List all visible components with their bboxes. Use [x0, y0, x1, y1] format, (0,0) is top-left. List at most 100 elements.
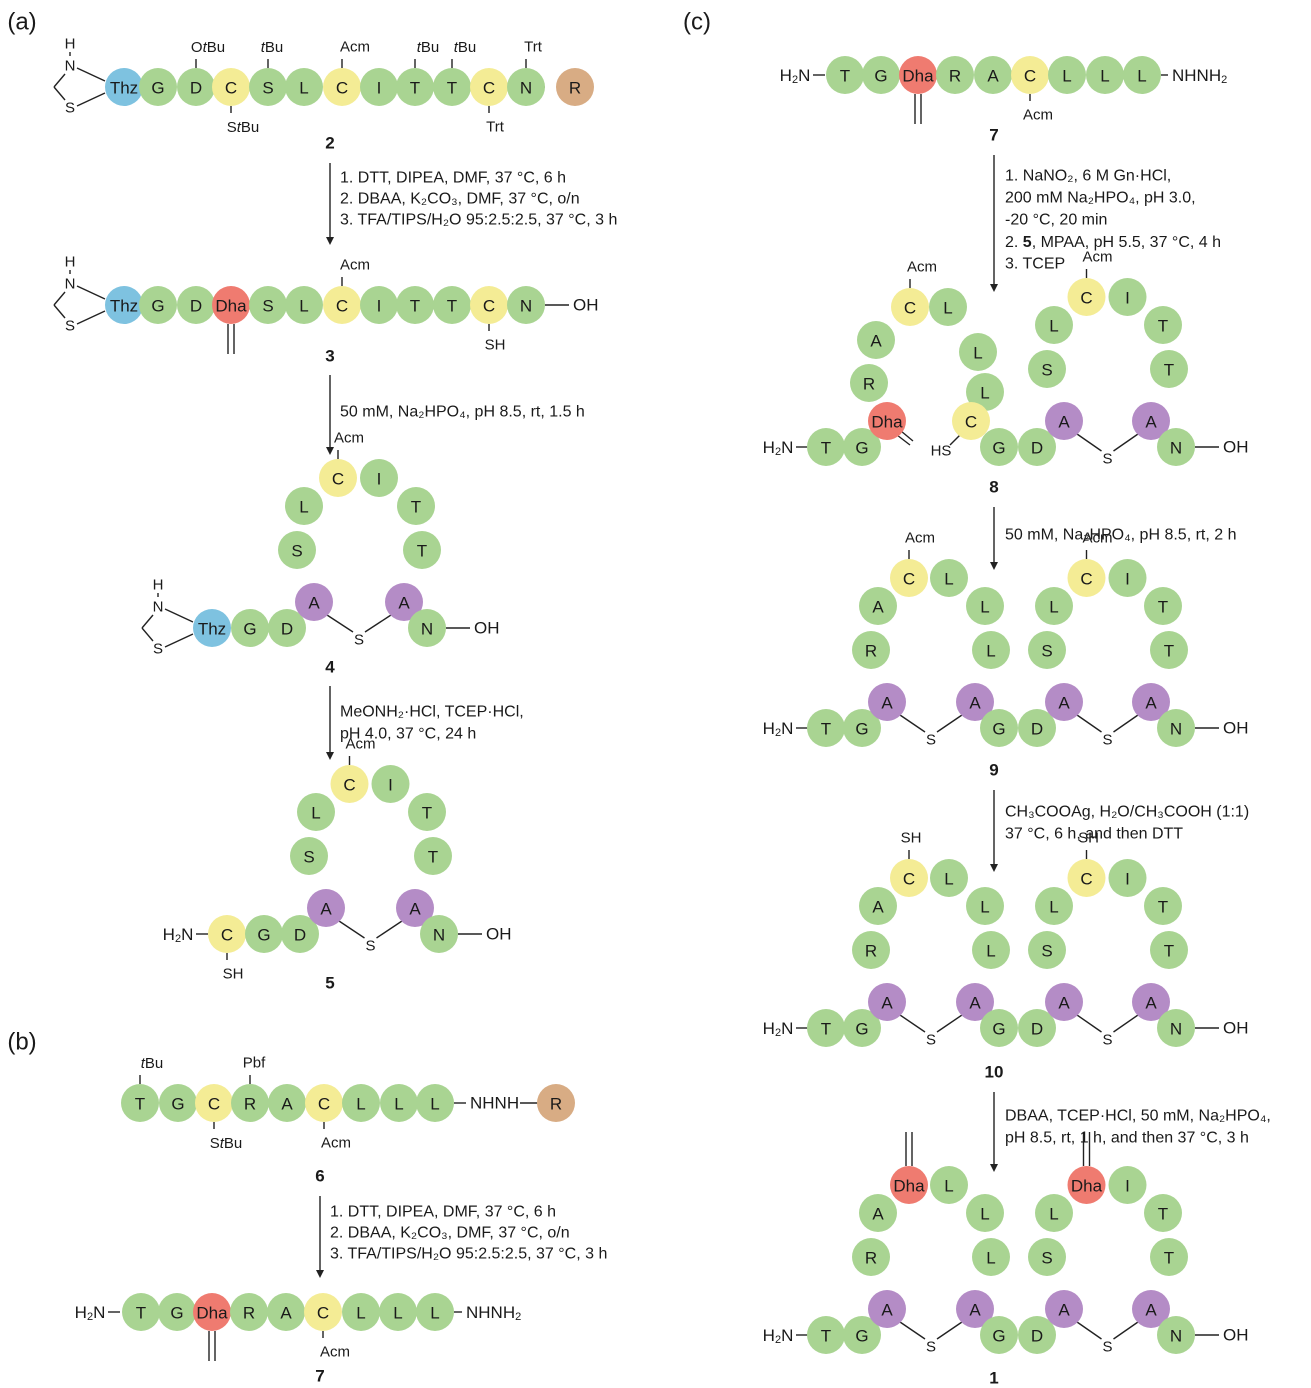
c-terminus-oh: OH	[1223, 1019, 1249, 1038]
residue-t	[807, 1316, 845, 1354]
acm-protecting-group: Acm	[1023, 107, 1053, 124]
residue-label: G	[992, 1327, 1005, 1346]
ring-hydrogen: H	[65, 254, 76, 271]
thioether-sulfur: S	[365, 938, 375, 955]
residue-t	[826, 56, 864, 94]
residue-t	[807, 709, 845, 747]
residue-d	[177, 68, 215, 106]
c-terminus-oh: OH	[486, 925, 512, 944]
residue-label: S	[1041, 1249, 1052, 1268]
residue-a	[859, 1194, 897, 1232]
residue-l	[379, 1293, 417, 1331]
stbu-protecting-group: StBu	[210, 1135, 243, 1152]
residue-c	[891, 288, 929, 326]
tbu-protecting-group: tBu	[417, 39, 440, 56]
thioether-sulfur: S	[1102, 732, 1112, 749]
residue-label: C	[343, 776, 355, 795]
label-part: Bu	[458, 39, 476, 56]
residue-label: L	[1049, 317, 1058, 336]
residue-r	[852, 1238, 890, 1276]
residue-n	[1157, 1009, 1195, 1047]
thioether-sulfur: S	[354, 632, 364, 649]
residue-lanthionine-ala	[396, 889, 434, 927]
c-terminus-oh: OH	[1223, 719, 1249, 738]
free-thiol: SH	[223, 966, 244, 983]
residue-s	[290, 837, 328, 875]
residue-s	[1028, 350, 1066, 388]
acm-protecting-group: Acm	[1083, 249, 1113, 266]
residue-label: R	[865, 942, 877, 961]
c-terminus-oh: OH	[1223, 1326, 1249, 1345]
thioether-bond	[1076, 714, 1102, 733]
acm-protecting-group: Acm	[905, 530, 935, 547]
arrow-head	[990, 284, 998, 292]
stbu-protecting-group: StBu	[227, 119, 260, 136]
reaction-arrows	[316, 155, 998, 1278]
residue-label: T	[417, 542, 427, 561]
residue-t	[807, 1009, 845, 1047]
residue-label: Dha	[902, 67, 934, 86]
residue-d	[281, 915, 319, 953]
residue-label: T	[840, 67, 850, 86]
acm-protecting-group: Acm	[1083, 530, 1113, 547]
residue-label: C	[965, 413, 977, 432]
residue-label: L	[430, 1304, 439, 1323]
label-part: t	[203, 39, 208, 56]
residue-g	[843, 1316, 881, 1354]
reaction-condition-line: 3. TFA/TIPS/H₂O 95:2.5:2.5, 37 °C, 3 h	[340, 212, 617, 229]
residue-label: R	[243, 1304, 255, 1323]
residue-t	[408, 793, 446, 831]
residue-label: C	[336, 79, 348, 98]
residue-l	[930, 559, 968, 597]
label-part: 2	[87, 1311, 93, 1323]
arrow-head	[316, 1270, 324, 1278]
residue-label: A	[969, 994, 981, 1013]
thioether-sulfur: S	[926, 1032, 936, 1049]
thioether-bond	[1076, 1014, 1102, 1033]
residue-t	[1144, 306, 1182, 344]
panel-label-c: (c)	[683, 9, 711, 36]
residue-s	[1028, 931, 1066, 969]
residue-l	[342, 1293, 380, 1331]
residue-c	[890, 559, 928, 597]
residue-l	[966, 373, 1004, 411]
thioether-bond	[376, 920, 403, 939]
label-part: t	[220, 1135, 225, 1152]
reaction-condition-line: 1. NaNO₂, 6 M Gn·HCl,	[1005, 168, 1171, 185]
acm-protecting-group: Acm	[340, 257, 370, 274]
residue-label: A	[1145, 994, 1157, 1013]
bond-line	[76, 92, 106, 107]
residue-g	[843, 1009, 881, 1047]
ring-sulfur: S	[153, 641, 163, 658]
residue-label: C	[903, 570, 915, 589]
residue-label: T	[821, 720, 831, 739]
residue-d	[1018, 1009, 1056, 1047]
residue-c	[1067, 559, 1106, 597]
residue-label: Thz	[198, 620, 226, 639]
residue-t	[396, 286, 434, 324]
residue-label: G	[992, 439, 1005, 458]
arrow-head	[990, 1164, 998, 1172]
residue-c	[304, 1293, 342, 1331]
thioether-sulfur: S	[1102, 1339, 1112, 1356]
tbu-protecting-group: tBu	[454, 39, 477, 56]
residue-label: R	[244, 1095, 256, 1114]
residue-label: S	[303, 848, 314, 867]
residue-label: L	[980, 898, 989, 917]
thioether-sulfur: S	[1102, 451, 1112, 468]
panel-label-b: (b)	[7, 1029, 36, 1056]
residue-lanthionine-ala	[1132, 1290, 1170, 1328]
acm-protecting-group: Acm	[321, 1135, 351, 1152]
residue-i	[360, 459, 398, 497]
label-part: 2	[175, 933, 181, 945]
label-part: 2	[792, 74, 798, 86]
reaction-condition-line: 2. DBAA, K₂CO₃, DMF, 37 °C, o/n	[330, 1225, 570, 1242]
residue-g	[843, 709, 881, 747]
compound-number: 9	[989, 761, 998, 780]
residue-label: G	[151, 297, 164, 316]
arrow-head	[990, 562, 998, 570]
residue-c	[305, 1084, 343, 1122]
residue-l	[966, 1194, 1004, 1232]
label-part: 2	[775, 446, 781, 458]
residue-c	[323, 286, 361, 324]
